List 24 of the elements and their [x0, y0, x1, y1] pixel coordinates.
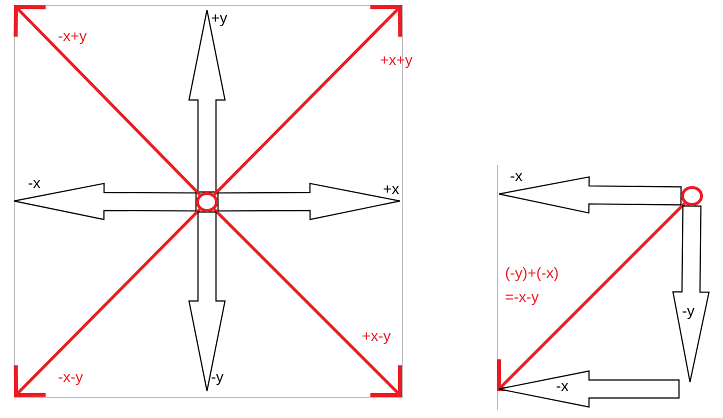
- edge-label: -y: [682, 303, 694, 321]
- arrow: [213, 5, 402, 196]
- edge-label: -x-y: [58, 369, 83, 387]
- block-arrow: [188, 211, 226, 392]
- arrow: [14, 208, 201, 397]
- block-arrow: [13, 182, 197, 220]
- edge-label: -x: [28, 175, 40, 193]
- arrow: [497, 202, 686, 391]
- arrow: [213, 208, 402, 397]
- edge-label: -y: [211, 370, 224, 385]
- edge-label: -x+y: [58, 28, 87, 46]
- block-arrow: [498, 176, 682, 214]
- block-arrow: [217, 182, 401, 220]
- block-arrow: [672, 205, 710, 383]
- edge-label: -x: [510, 168, 522, 186]
- edge-label: +x: [383, 182, 400, 197]
- circle-origin: [681, 186, 703, 206]
- edge-label: +x-y: [362, 328, 391, 346]
- edge-label: +y: [211, 11, 228, 26]
- block-arrow: [188, 9, 226, 193]
- edge-label: +x+y: [380, 52, 413, 70]
- direction-label: -x: [556, 378, 568, 396]
- arrow: [14, 5, 201, 196]
- edge-label: (-y)+(-x) =-x-y: [505, 264, 560, 308]
